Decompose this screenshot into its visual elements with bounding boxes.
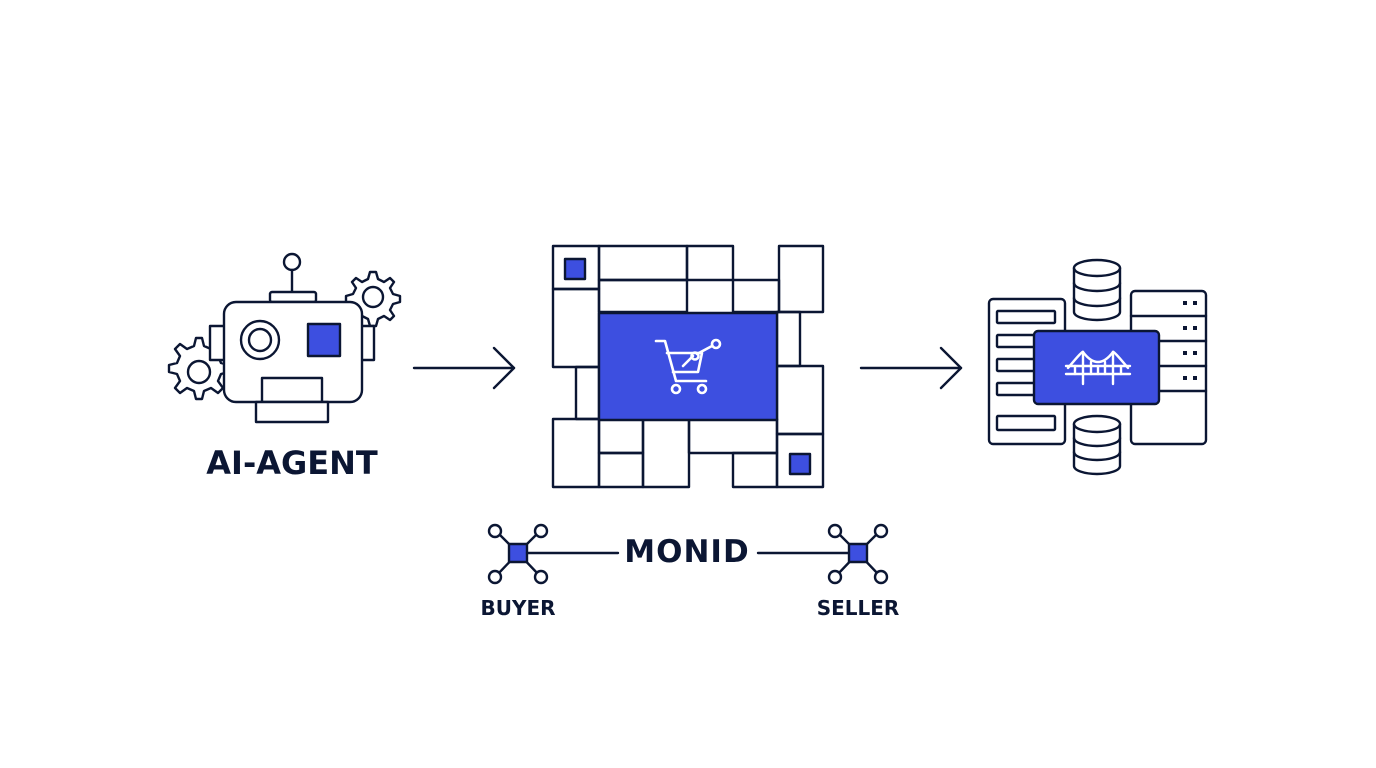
agent-label: AI-AGENT (206, 444, 378, 482)
backend-panel (1032, 329, 1161, 406)
grid-tile (775, 310, 802, 368)
server-row (995, 414, 1057, 432)
grid-tile (687, 417, 779, 455)
robot-icon (167, 252, 402, 424)
grid-tile (685, 244, 735, 282)
grid-tile (597, 278, 689, 314)
seller-node-icon (827, 523, 889, 585)
protocol-label: MONID (624, 534, 750, 570)
arrow-marketplace-to-backend (859, 346, 963, 390)
robot-antenna (268, 252, 318, 304)
grid-accent-tile (788, 452, 812, 476)
grid-tile (597, 244, 689, 282)
shopping-cart-icon (654, 338, 722, 395)
grid-tile (731, 451, 779, 489)
robot-base (254, 400, 330, 424)
server-row (995, 309, 1057, 325)
database-icon-bottom (1072, 414, 1122, 476)
grid-tile (551, 287, 601, 369)
seller-label: SELLER (816, 596, 900, 620)
grid-tile (551, 417, 601, 489)
marketplace-block (551, 244, 825, 489)
bridge-icon (1064, 350, 1132, 386)
grid-tile (597, 417, 645, 455)
backend-cluster (987, 258, 1208, 476)
arrow-agent-to-marketplace (412, 346, 516, 390)
grid-tile (775, 364, 825, 436)
rack-led-dots (1183, 301, 1197, 380)
grid-accent-tile (563, 257, 587, 281)
grid-tile (574, 365, 601, 421)
grid-tile (597, 451, 645, 489)
database-icon-top (1072, 258, 1122, 322)
buyer-label: BUYER (480, 596, 556, 620)
grid-tile (777, 244, 825, 314)
robot-eye-left (239, 319, 281, 361)
robot-mouth (260, 376, 324, 404)
grid-tile (775, 432, 825, 489)
robot-eye-right (306, 322, 342, 358)
marketplace-panel (597, 311, 779, 422)
grid-tile (641, 417, 691, 489)
grid-tile (731, 278, 781, 314)
